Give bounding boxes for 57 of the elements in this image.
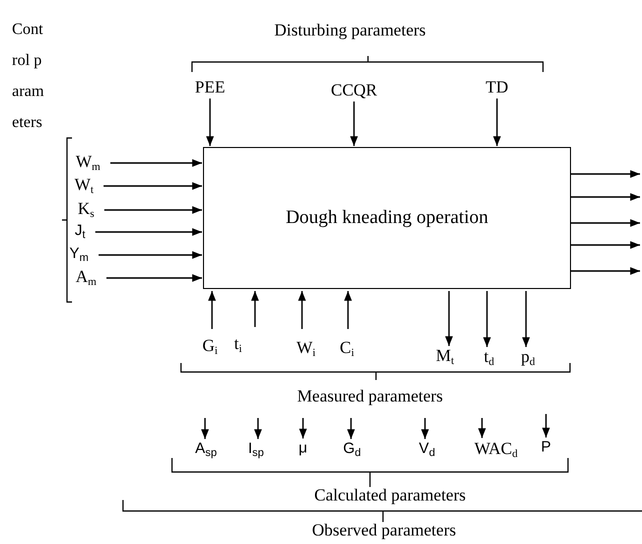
arrow [571,241,640,249]
arrow [350,102,358,146]
arrow [208,291,216,329]
arrow [201,418,209,439]
parameter-label: t$_{d}$ [484,348,494,368]
parameter-label: CCQR [330,82,378,98]
arrow [571,219,640,227]
arrow [344,291,352,329]
parameter-label: A$_{sp}$ [195,441,217,459]
arrow [347,418,355,439]
arrow [106,274,202,282]
parameter-label: M$_{t}$ [436,347,454,367]
parameter-label: Y$_{m}$ [69,246,89,264]
arrow [299,418,307,438]
arrow [104,182,202,190]
parameter-label: W$_{i}$ [296,339,316,359]
parameter-label: A$_{m}$ [76,268,96,288]
arrow [251,291,259,327]
arrow [571,170,640,178]
arrow [421,418,429,439]
arrow [110,159,202,167]
parameter-label: t$_{i}$ [234,335,242,355]
parameter-label: WAC$_{d}$ [474,440,518,460]
process-box: Dough kneading operation [203,147,571,289]
parameter-label: J$_{t}$ [74,223,86,241]
arrow [254,418,262,439]
parameter-label: G$_{i}$ [202,337,218,357]
arrow [98,251,202,259]
arrow [483,291,491,347]
arrow [542,414,550,438]
arrow [206,98,214,146]
arrow [571,267,640,275]
parameter-label: TD [486,78,508,96]
parameter-label: I$_{sp}$ [248,441,264,459]
group-label: Disturbing parameters [274,22,426,38]
group-label: Calculated parameters [314,486,466,504]
parameter-label: PEE [194,78,226,96]
arrow [95,228,202,236]
arrow [571,193,640,201]
arrow [493,98,501,146]
parameter-label: W$_{m}$ [76,153,100,173]
group-label: Control parameters [12,20,45,133]
arrow [298,291,306,329]
parameter-label: p$_{d}$ [521,348,535,368]
parameter-label: C$_{i}$ [340,339,354,359]
group-label: Measured parameters [297,388,443,404]
arrow [522,291,530,347]
group-label: Observed parameters [312,522,456,538]
parameter-label: V$_{d}$ [418,441,436,459]
arrow [445,291,453,346]
parameter-label: μ [298,440,308,456]
parameter-label: P [541,440,551,454]
parameter-label: G$_{d}$ [343,441,361,459]
arrow [478,418,486,438]
parameter-label: W$_{t}$ [74,176,94,196]
parameter-label: K$_{s}$ [78,200,94,220]
arrow [104,206,202,214]
